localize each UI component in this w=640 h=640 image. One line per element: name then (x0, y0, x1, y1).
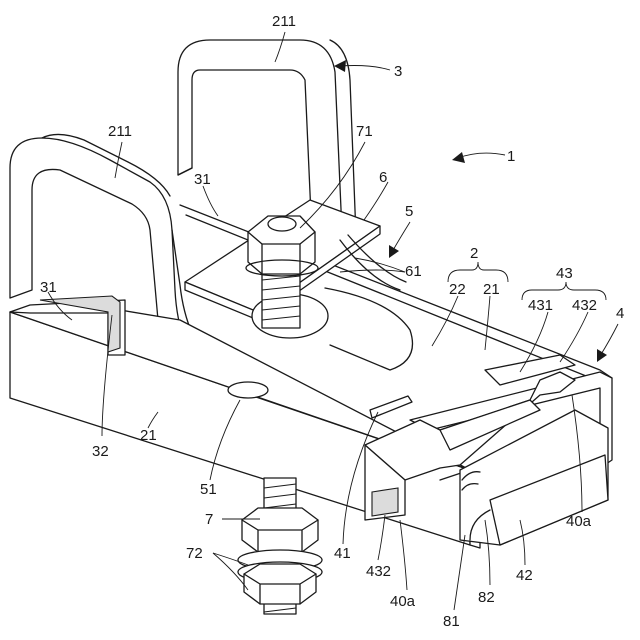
label-432-top: 432 (572, 297, 597, 314)
label-61: 61 (405, 263, 422, 280)
label-72: 72 (186, 545, 203, 562)
label-41: 41 (334, 545, 351, 562)
label-431: 431 (528, 297, 553, 314)
label-81: 81 (443, 613, 460, 630)
label-40a-right: 40a (566, 513, 592, 530)
label-5: 5 (405, 203, 413, 220)
label-6: 6 (379, 169, 387, 186)
label-31-left: 31 (40, 279, 57, 296)
label-32: 32 (92, 443, 109, 460)
nut-71 (246, 216, 318, 276)
label-40a-bottom: 40a (390, 593, 416, 610)
label-7: 7 (205, 511, 213, 528)
label-42: 42 (516, 567, 533, 584)
label-82: 82 (478, 589, 495, 606)
bolt-7-upper (262, 270, 300, 328)
label-51: 51 (200, 481, 217, 498)
label-71: 71 (356, 123, 373, 140)
label-22: 22 (449, 281, 466, 298)
label-3: 3 (394, 63, 402, 80)
label-21-right: 21 (483, 281, 500, 298)
label-211-top: 211 (272, 13, 296, 30)
label-31-top: 31 (194, 171, 211, 188)
label-2: 2 (470, 245, 478, 262)
label-43: 43 (556, 265, 573, 282)
label-4: 4 (616, 305, 624, 322)
nuts-72 (238, 508, 322, 604)
label-1: 1 (507, 148, 515, 165)
rivet-51 (228, 382, 268, 398)
reference-arrows (334, 60, 618, 362)
label-21-left: 21 (140, 427, 157, 444)
label-211-left: 211 (108, 123, 132, 140)
group-brackets (448, 262, 606, 300)
label-432-bottom: 432 (366, 563, 391, 580)
